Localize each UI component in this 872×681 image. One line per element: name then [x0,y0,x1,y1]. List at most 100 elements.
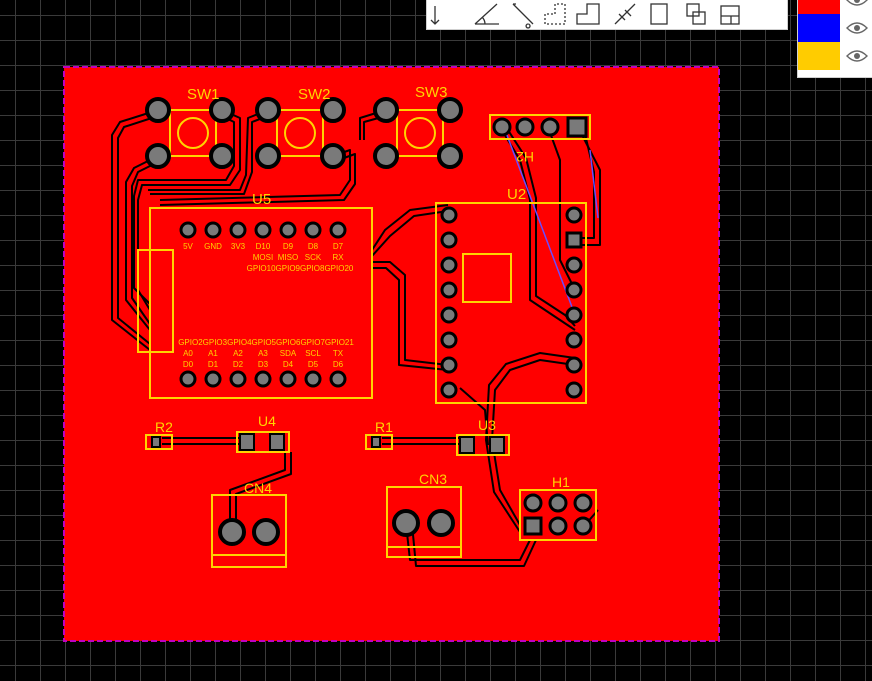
u5-top-pad[interactable] [279,221,297,239]
u5-pin-label: D8 [308,242,319,251]
pad-tool-icon[interactable] [720,5,740,25]
u4-label: U4 [258,413,276,429]
u2-right-pad[interactable] [565,356,583,374]
switch-sw2[interactable]: SW2 [255,86,346,169]
ratsnest-line [589,149,599,219]
u5-pin-label: D2 [233,360,244,369]
layer-row-silkscreen[interactable] [798,42,872,70]
u2-left-pad[interactable] [440,231,458,249]
u2-right-pad[interactable] [565,206,583,224]
u5-pin-alt-label: A1 [208,349,218,358]
u5-pin-label: GND [204,242,222,251]
u5-pin-alt-label: MOSI [253,253,273,262]
u2-left-pad[interactable] [440,331,458,349]
layer-row-bottom[interactable] [798,14,872,42]
u5-pin-alt-label: TX [333,349,344,358]
u5-top-pad[interactable] [329,221,347,239]
u5-pin-alt-label: A3 [258,349,268,358]
u5-bottom-pad[interactable] [329,370,347,388]
u5-pin-alt-label: A0 [183,349,193,358]
route-tool-icon[interactable] [430,6,440,25]
resistor-r1[interactable]: R1 [365,419,393,450]
component-u3[interactable]: U3 [456,417,510,456]
u5-pin-alt-label: SDA [280,349,297,358]
u2-left-pad[interactable] [440,381,458,399]
eye-icon[interactable] [846,48,868,64]
u3-label: U3 [478,417,496,433]
drawing-toolbar [426,0,788,30]
u5-pin-alt-label: SCL [305,349,321,358]
u5-pin-label: D6 [333,360,344,369]
h1-label: H1 [552,474,570,490]
u2-right-pad[interactable] [565,381,583,399]
u5-pin-alt-label: RX [332,253,344,262]
u5-bottom-pad[interactable] [179,370,197,388]
u5-pin-label: D5 [308,360,319,369]
cn4-label: CN4 [244,480,272,496]
rectangle-tool-icon[interactable] [576,3,600,25]
u5-top-pad[interactable] [179,221,197,239]
u2-left-pad[interactable] [440,206,458,224]
u5-pin-alt-label: SCK [305,253,322,262]
u5-bottom-pad[interactable] [254,370,272,388]
u5-top-pad[interactable] [254,221,272,239]
u2-right-pad[interactable] [565,281,583,299]
polygon-tool-icon[interactable] [544,3,566,25]
board-outline [63,66,720,642]
u5-pin-label: D9 [283,242,294,251]
resistor-r2[interactable]: R2 [145,419,173,450]
u5-top-pad[interactable] [204,221,222,239]
u5-pin-label: D0 [183,360,194,369]
layer-color-swatch[interactable] [798,14,840,42]
u2-left-pad[interactable] [440,306,458,324]
u5-pin-alt-label: A2 [233,349,243,358]
angle-tool-icon[interactable] [474,3,499,25]
u5-label: U5 [252,191,271,208]
header-h2[interactable]: H2 [489,114,591,165]
u5-pin-label: 3V3 [231,242,246,251]
u5-pin-label: D3 [258,360,269,369]
u2-label: U2 [507,186,526,203]
u5-gpio-label: GPIO10GPIO9GPIO8GPIO20 [247,264,354,273]
h2-label: H2 [516,149,534,165]
layer-row-top[interactable] [798,0,872,14]
switch-sw1[interactable]: SW1 [145,86,235,169]
u5-pin-label: 5V [183,242,193,251]
eye-icon[interactable] [846,20,868,36]
connector-cn3[interactable]: CN3 [386,471,462,558]
r2-label: R2 [155,419,173,435]
connector-cn4[interactable]: CN4 [211,480,287,568]
eye-icon[interactable] [846,0,868,8]
u5-bottom-pad[interactable] [204,370,222,388]
u5-pin-label: D4 [283,360,294,369]
u2-left-pad[interactable] [440,256,458,274]
u2-right-pad[interactable] [565,256,583,274]
u2-left-pad[interactable] [440,281,458,299]
switch-sw3[interactable]: SW3 [373,84,463,169]
layer-color-swatch[interactable] [798,0,840,14]
component-tool-icon[interactable] [686,3,706,25]
measure-tool-icon[interactable] [512,3,534,29]
u5-pin-alt-label: MISO [278,253,298,262]
via-tool-icon[interactable] [614,3,636,25]
u5-pin-label: D1 [208,360,219,369]
u2-right-pad[interactable] [565,231,583,249]
u2-right-pad[interactable] [565,331,583,349]
u5-bottom-pad[interactable] [304,370,322,388]
module-u2[interactable]: U2 [435,186,587,404]
layer-color-swatch[interactable] [798,42,840,70]
ratsnest-line [504,129,576,316]
u5-bottom-pad[interactable] [279,370,297,388]
sw2-label: SW2 [298,86,331,103]
box-tool-icon[interactable] [650,3,668,25]
u2-left-pad[interactable] [440,356,458,374]
header-h1[interactable]: H1 [519,474,597,541]
component-u4[interactable]: U4 [236,413,290,453]
u5-top-pad[interactable] [304,221,322,239]
u5-top-pad[interactable] [229,221,247,239]
u5-bottom-pad[interactable] [229,370,247,388]
u2-right-pad[interactable] [565,306,583,324]
